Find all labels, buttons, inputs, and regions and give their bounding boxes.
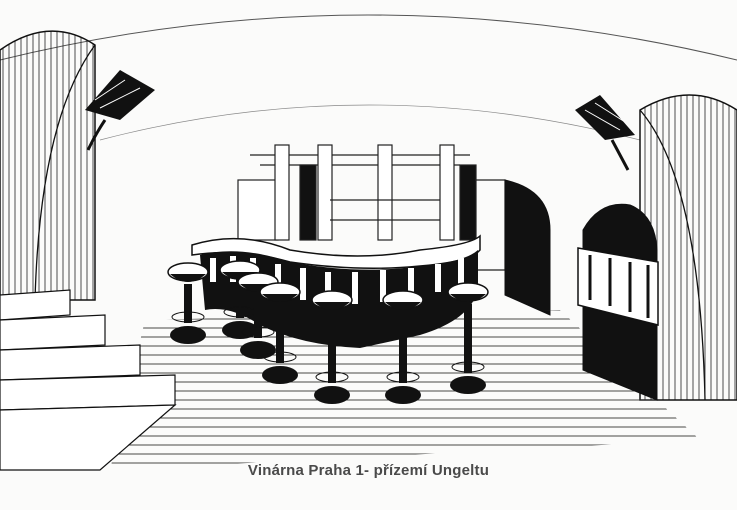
ceiling-arch	[0, 14, 737, 61]
left-arch-curve	[34, 44, 96, 301]
right-wall-lamp	[575, 95, 635, 171]
bar-stool	[259, 282, 301, 384]
drawing-caption: Vinárna Praha 1- přízemí Ungeltu	[247, 462, 490, 479]
back-bar-shelving	[237, 144, 506, 271]
bar-stools	[167, 260, 489, 404]
bar-stool	[167, 262, 209, 344]
left-arch-column	[0, 30, 96, 301]
bar-stool	[311, 290, 353, 404]
right-arch-curve	[639, 109, 706, 401]
bar-stool	[447, 282, 489, 394]
back-cabinet	[504, 179, 551, 316]
ceiling-vault-line	[99, 104, 641, 141]
bar-stool	[382, 290, 424, 404]
staircase	[0, 289, 177, 471]
left-wall-lamp	[85, 70, 155, 151]
right-booth	[577, 203, 659, 401]
